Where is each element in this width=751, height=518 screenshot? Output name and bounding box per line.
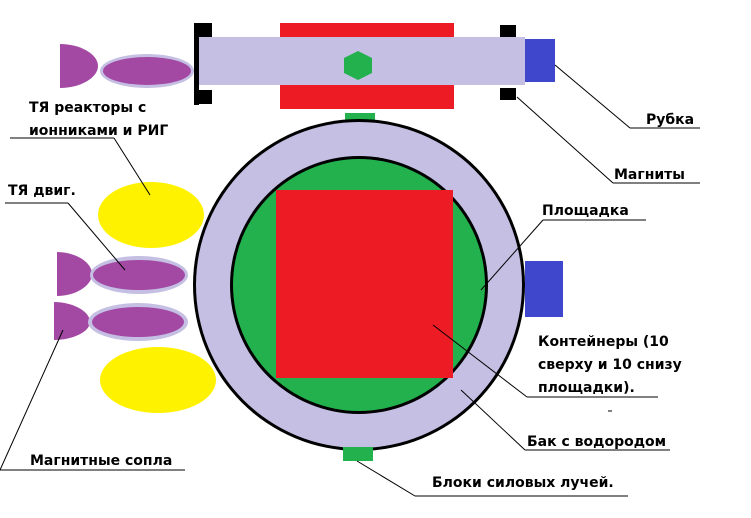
- label-platform: Площадка: [542, 203, 629, 219]
- label-nozzles: Магнитные сопла: [30, 453, 172, 469]
- engine-mid: [93, 260, 185, 290]
- magnet-right-top: [500, 25, 516, 37]
- magnet-left-body: [194, 23, 199, 105]
- label-reactors-line2: ионниками и РИГ: [29, 123, 168, 139]
- cabin-block: [525, 39, 555, 82]
- leader-lines: [0, 64, 700, 497]
- label-containers-line1: Контейнеры (10: [538, 334, 669, 350]
- label-cabin: Рубка: [646, 112, 694, 128]
- label-tank: Бак с водородом: [527, 434, 666, 450]
- nozzle-top: [60, 44, 98, 88]
- beam-block-bottom: [343, 447, 373, 461]
- connector-top: [345, 113, 375, 122]
- nozzle-low: [54, 302, 90, 340]
- label-beam-blocks: Блоки силовых лучей.: [432, 475, 614, 491]
- nozzle-mid: [57, 252, 92, 296]
- label-containers-line3: площадки).: [538, 380, 635, 396]
- reactor-top: [103, 57, 191, 85]
- magnet-left-bottom: [194, 90, 212, 104]
- label-reactors-line1: ТЯ реакторы с: [29, 100, 146, 116]
- label-magnets: Магниты: [614, 167, 685, 183]
- side-block-right: [525, 261, 563, 317]
- fuel-tank-yellow-top: [98, 182, 204, 248]
- fuel-tank-yellow-bottom: [100, 347, 216, 413]
- label-containers-line2: сверху и 10 снизу: [538, 357, 682, 373]
- label-engines: ТЯ двиг.: [8, 183, 76, 199]
- magnet-right-bottom: [500, 88, 516, 100]
- engine-low: [92, 307, 184, 337]
- containers-block: [276, 190, 453, 378]
- hexagon-node: [344, 51, 372, 80]
